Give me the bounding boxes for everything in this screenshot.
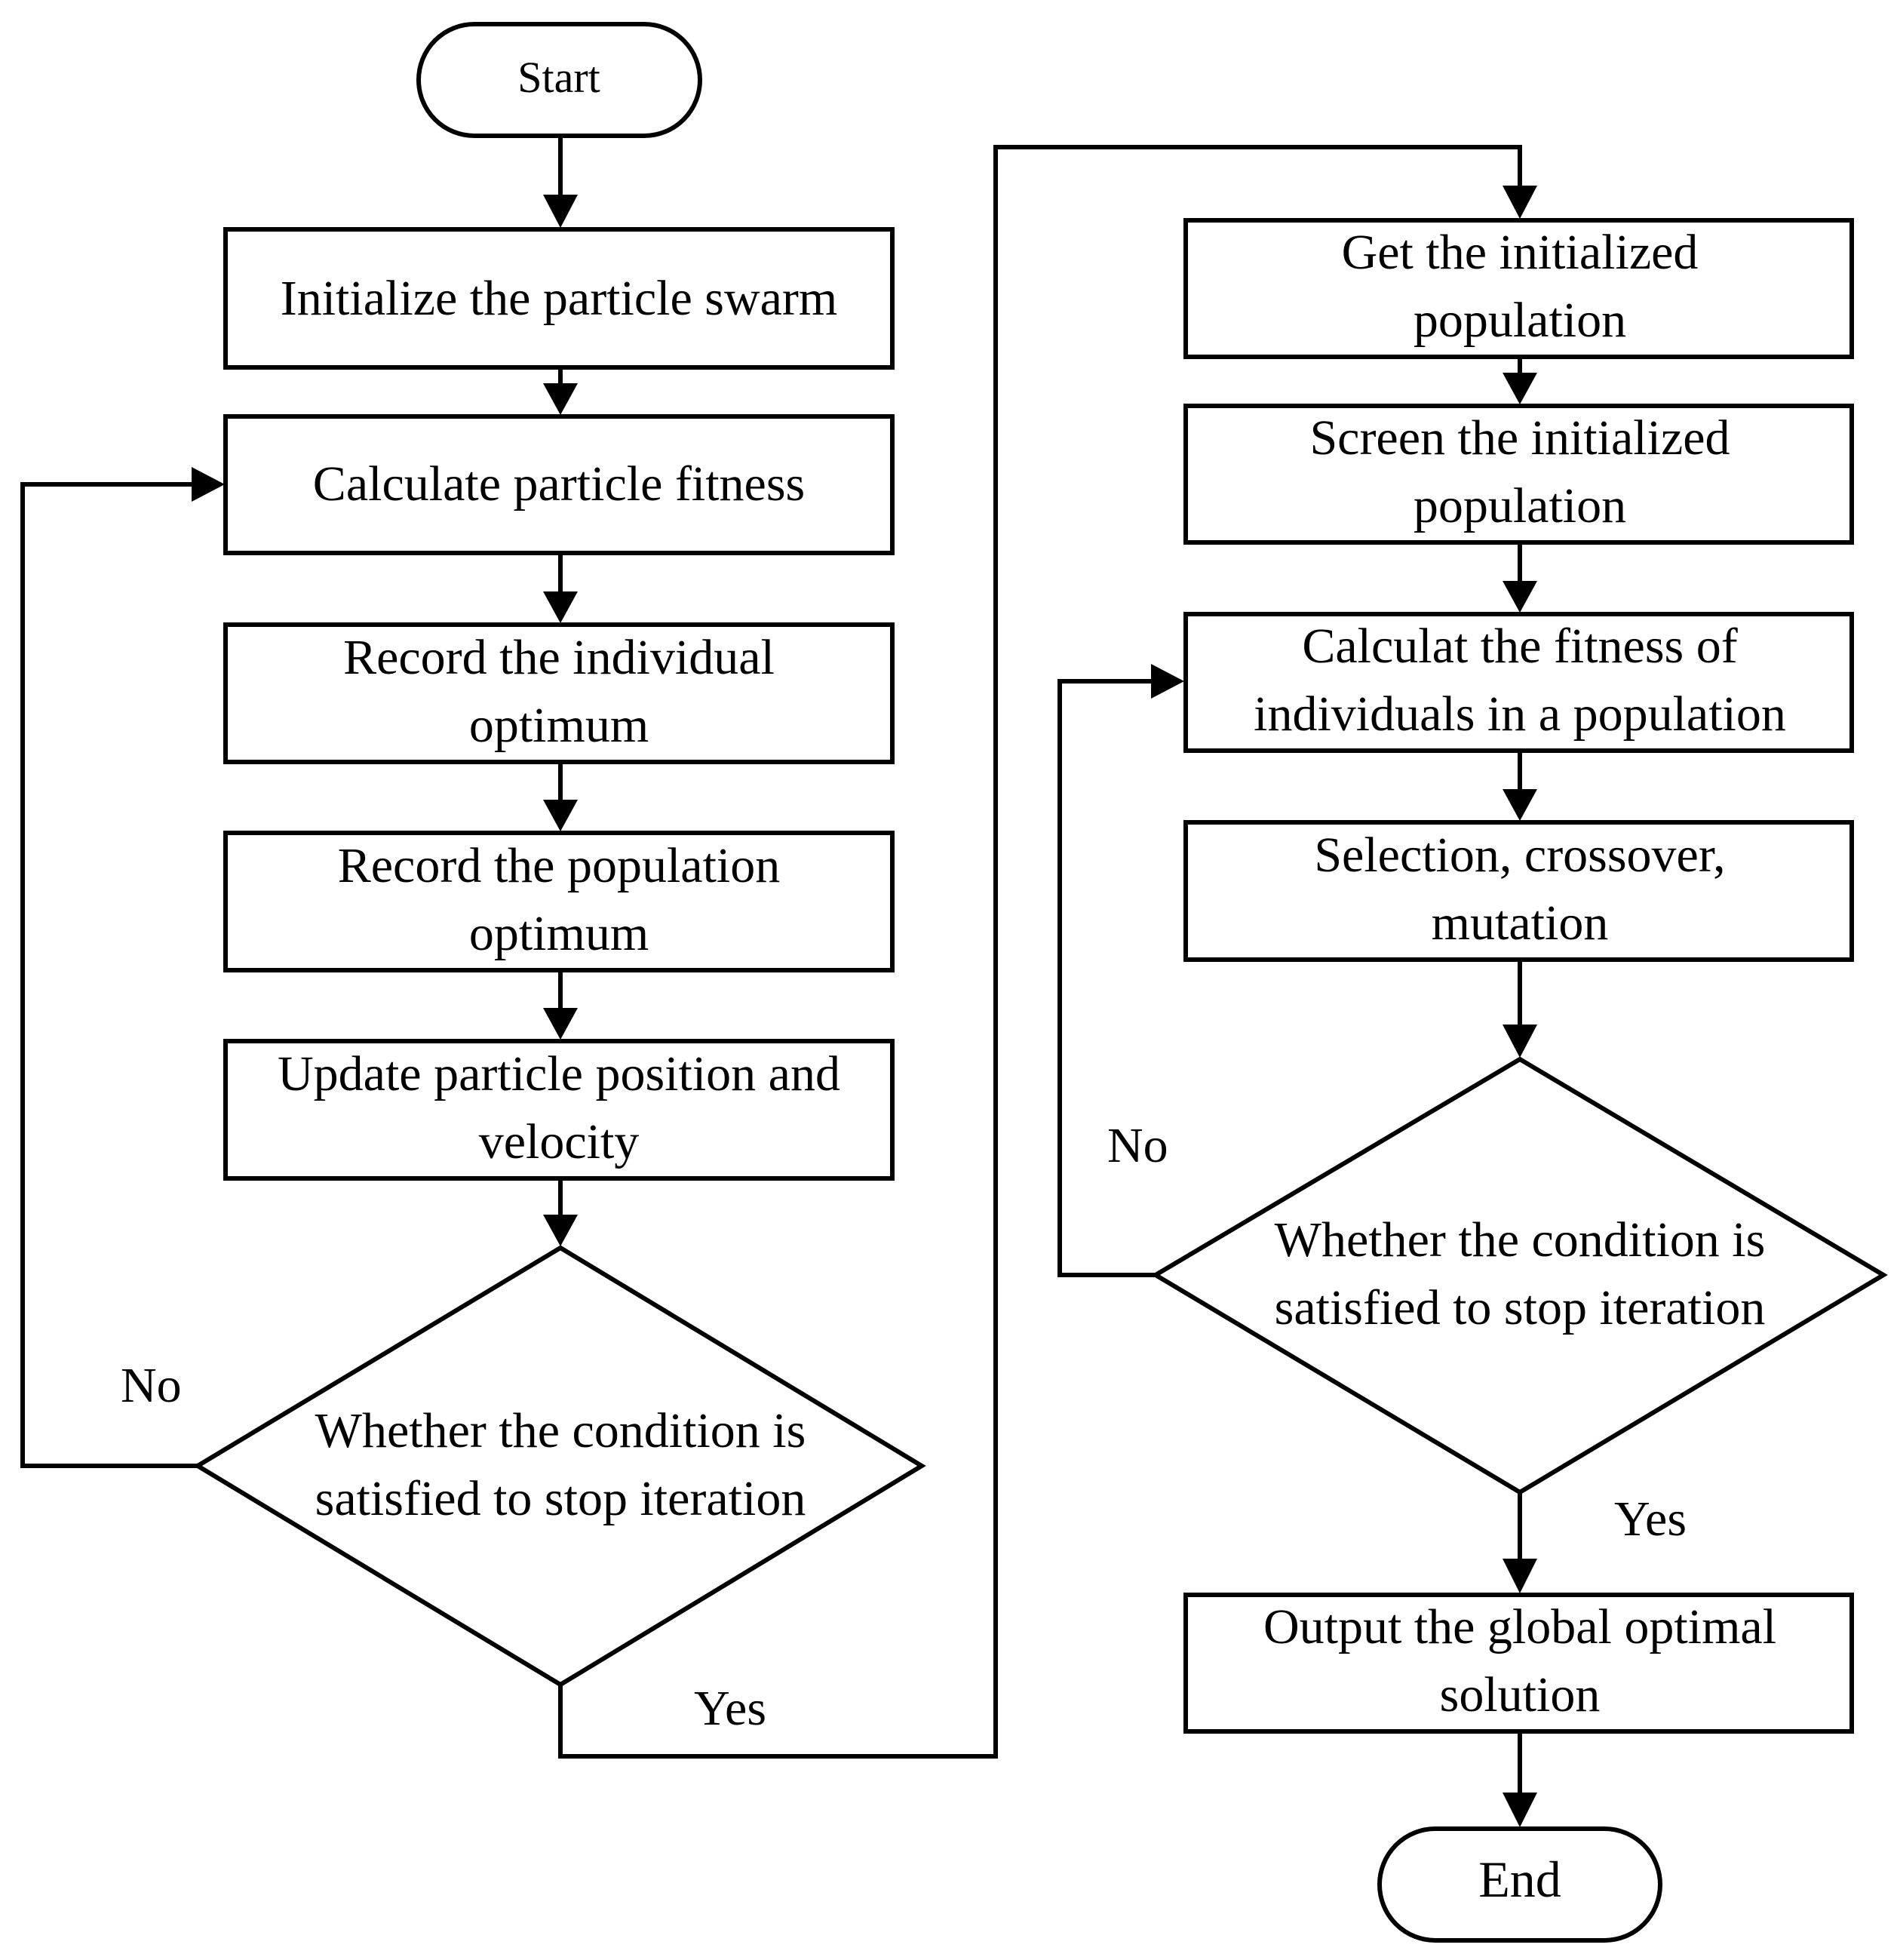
end-label: End bbox=[1478, 1851, 1561, 1908]
ga-decision-diamond bbox=[1151, 1056, 1888, 1495]
output-line1: Output the global optimal bbox=[1263, 1599, 1776, 1654]
arrowhead bbox=[1503, 373, 1537, 404]
arrowhead bbox=[1151, 664, 1184, 699]
ga-no-label: No bbox=[1107, 1118, 1168, 1173]
start-label: Start bbox=[517, 53, 600, 102]
ga-fitness-line2: individuals in a population bbox=[1254, 687, 1786, 742]
pso-no-label: No bbox=[121, 1358, 182, 1413]
ga-yes-label: Yes bbox=[1614, 1492, 1687, 1547]
record-population-box bbox=[223, 831, 895, 972]
get-population-line2: population bbox=[1414, 293, 1626, 348]
record-individual-line2: optimum bbox=[469, 698, 649, 753]
ga-fitness-box bbox=[1183, 612, 1854, 753]
genetic-ops-line2: mutation bbox=[1432, 896, 1609, 951]
record-population-line2: optimum bbox=[469, 906, 649, 961]
pso-column: Initialize the particle swarm Calculate … bbox=[121, 227, 926, 1736]
record-individual-line1: Record the individual bbox=[343, 630, 775, 685]
arrowhead bbox=[543, 1008, 578, 1040]
end-terminator: End bbox=[1377, 1826, 1662, 1943]
ga-column: Get the initialized population Screen th… bbox=[1107, 218, 1888, 1734]
arrowhead bbox=[543, 1215, 578, 1246]
loop-no-pso bbox=[20, 482, 198, 1468]
arrowhead bbox=[543, 591, 578, 623]
end-oval bbox=[1377, 1826, 1662, 1943]
arrowhead bbox=[192, 467, 225, 502]
connectors bbox=[20, 136, 1537, 1827]
init-swarm-box bbox=[223, 227, 895, 370]
pso-decision-line1: Whether the condition is bbox=[315, 1403, 806, 1458]
genetic-ops-line1: Selection, crossover, bbox=[1314, 828, 1725, 883]
record-individual-box bbox=[223, 622, 895, 764]
connector-yes-pso-to-ga bbox=[558, 145, 1522, 1759]
ga-fitness-line1: Calculat the fitness of bbox=[1302, 619, 1737, 674]
output-line2: solution bbox=[1440, 1667, 1601, 1722]
calc-fitness-label: Calculate particle fitness bbox=[313, 456, 805, 512]
arrowhead bbox=[543, 383, 578, 415]
output-box bbox=[1183, 1593, 1854, 1734]
arrowhead bbox=[543, 195, 578, 228]
screen-population-line2: population bbox=[1414, 478, 1626, 533]
pso-yes-label: Yes bbox=[694, 1681, 766, 1736]
calc-fitness-box bbox=[223, 414, 895, 555]
update-position-line1: Update particle position and bbox=[278, 1046, 840, 1101]
arrowhead bbox=[1503, 1559, 1537, 1593]
update-position-box bbox=[223, 1039, 895, 1181]
arrowhead bbox=[1503, 186, 1537, 219]
pso-decision-line2: satisfied to stop iteration bbox=[315, 1471, 806, 1526]
start-oval bbox=[416, 22, 702, 138]
pso-decision-diamond bbox=[193, 1245, 926, 1688]
genetic-ops-box bbox=[1183, 820, 1854, 962]
arrowhead bbox=[1503, 581, 1537, 613]
record-population-line1: Record the population bbox=[338, 838, 781, 893]
arrowhead bbox=[543, 800, 578, 831]
arrowhead bbox=[1503, 789, 1537, 821]
arrowhead bbox=[1503, 1793, 1537, 1827]
screen-population-box bbox=[1183, 404, 1854, 545]
arrowhead bbox=[1503, 1025, 1537, 1058]
screen-population-line1: Screen the initialized bbox=[1309, 410, 1730, 465]
init-swarm-label: Initialize the particle swarm bbox=[281, 271, 838, 326]
ga-decision-line1: Whether the condition is bbox=[1275, 1212, 1766, 1267]
loop-no-ga bbox=[1057, 679, 1157, 1277]
start-terminator: Start bbox=[416, 22, 702, 138]
ga-decision-line2: satisfied to stop iteration bbox=[1275, 1280, 1766, 1335]
get-population-line1: Get the initialized bbox=[1342, 225, 1699, 280]
get-population-box bbox=[1183, 218, 1854, 359]
update-position-line2: velocity bbox=[479, 1114, 640, 1169]
